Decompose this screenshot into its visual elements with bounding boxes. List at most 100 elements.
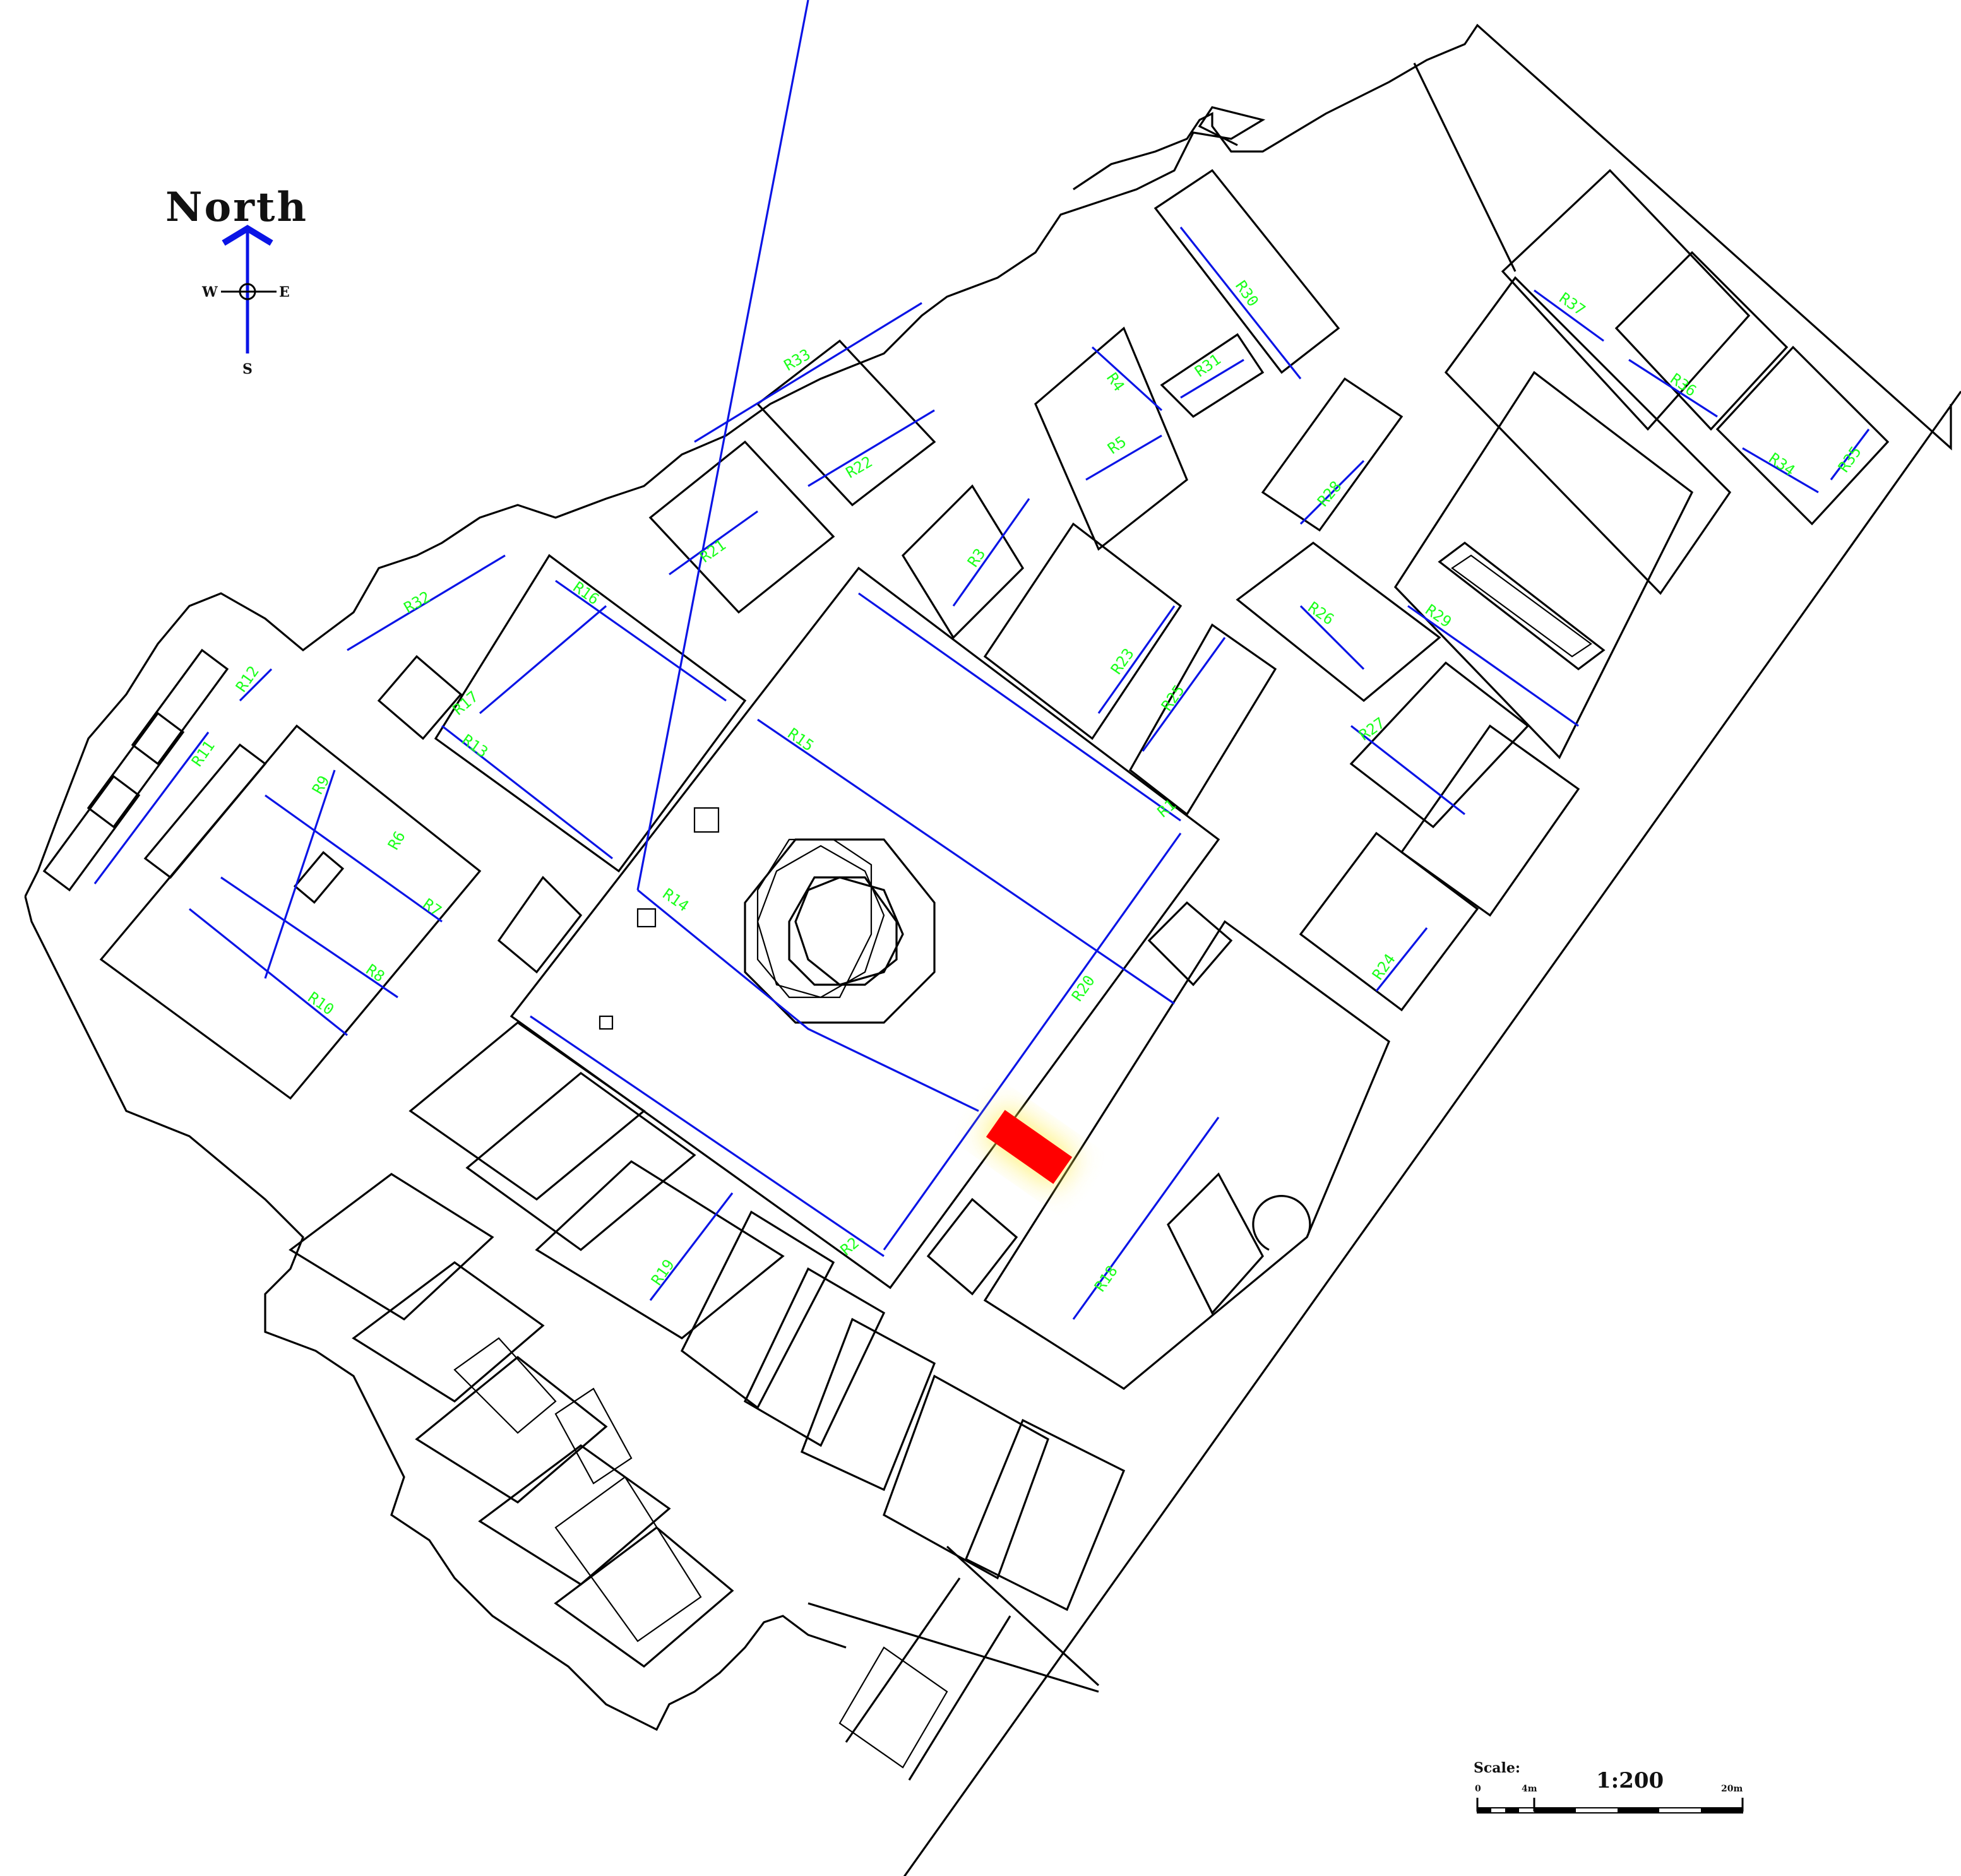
south-room-8 — [964, 1418, 1126, 1612]
street-edge-line-4 — [808, 1602, 1099, 1693]
stairs-1-icon — [453, 1337, 557, 1434]
axis-r11 — [93, 732, 210, 884]
west-side-room — [497, 876, 583, 974]
axis-r12 — [239, 668, 273, 702]
room-label-r36: R36 — [1667, 370, 1700, 400]
room-label-r9: R9 — [309, 773, 333, 797]
courtyard-pillar-2 — [636, 908, 657, 928]
north-room-r28 — [1261, 377, 1404, 532]
axis-r29 — [1407, 605, 1579, 727]
room-label-r16: R16 — [570, 578, 603, 609]
axis-r31 — [1180, 359, 1244, 399]
central-courtyard — [510, 566, 1220, 1290]
axis-r17 — [479, 605, 607, 715]
highlighted-location-marker[interactable] — [981, 1105, 1077, 1189]
north-east-room-r37 — [1501, 169, 1751, 431]
room-axes — [93, 0, 1870, 1320]
east-hall-alcove — [1167, 1172, 1264, 1315]
room-label-r3: R3 — [964, 545, 989, 571]
west-cell-2 — [86, 711, 185, 829]
room-label-r26: R26 — [1305, 598, 1338, 629]
room-label-r5: R5 — [1104, 432, 1130, 458]
scale-seg-2 — [1505, 1808, 1519, 1813]
outer-wall — [24, 106, 1266, 897]
axis-r21 — [669, 510, 758, 576]
south-west-room-1 — [289, 1173, 494, 1321]
stairs-3-icon — [554, 1476, 702, 1642]
north-room-r23 — [983, 522, 1183, 740]
street-edge-line-5 — [946, 1545, 1100, 1687]
north-room-r3 — [901, 484, 1025, 639]
compass-south: S — [242, 361, 253, 377]
axis-r22 — [808, 409, 935, 487]
highlight-rect[interactable] — [986, 1110, 1073, 1184]
axis-r6-r9 — [264, 769, 336, 979]
south-room-7 — [883, 1374, 1049, 1580]
fountain-ring — [756, 845, 885, 999]
north-arrow-icon — [222, 225, 273, 246]
axis-r37 — [1534, 289, 1604, 342]
south-room-3 — [535, 1160, 785, 1339]
scale-seg-5 — [1701, 1808, 1743, 1813]
north-east-basin-inner — [1451, 554, 1592, 658]
north-east-basin — [1438, 541, 1606, 671]
scale-seg-3 — [1534, 1808, 1576, 1813]
north-room-r27 — [1349, 661, 1530, 829]
fountain-inner-octagon — [788, 876, 898, 986]
room-label-r4: R4 — [1103, 369, 1128, 395]
room-label-r22: R22 — [843, 453, 876, 482]
north-room-east — [1400, 724, 1580, 917]
axis-r13 — [441, 725, 613, 860]
axis-r30 — [1179, 227, 1302, 379]
south-west-room-3 — [415, 1355, 608, 1504]
room-label-r30: R30 — [1232, 277, 1262, 310]
axis-r8 — [220, 876, 398, 999]
axis-r28 — [1299, 460, 1365, 525]
axis-r3 — [952, 498, 1030, 607]
west-small-room — [377, 655, 463, 740]
north-title: North — [165, 184, 308, 231]
compass-east: E — [279, 284, 290, 300]
room-label-r27: R27 — [1356, 714, 1388, 744]
south-east-small-room — [926, 1197, 1018, 1296]
axis-r25 — [1141, 637, 1226, 752]
south-room-1 — [408, 1021, 646, 1201]
scale-start: 0 — [1475, 1784, 1481, 1794]
axis-r32 — [347, 554, 506, 651]
south-room-2 — [465, 1071, 696, 1252]
stairs-2-icon — [554, 1387, 633, 1485]
compass-center-icon — [239, 283, 256, 300]
room-label-r24: R24 — [1369, 951, 1399, 983]
axis-r14-path — [636, 889, 979, 1112]
room-label-r20: R20 — [1068, 972, 1099, 1005]
north-room-r22 — [756, 339, 936, 507]
north-room-r21 — [648, 440, 835, 614]
room-label-r17: R17 — [450, 687, 482, 718]
courtyard-pillar-1 — [693, 807, 720, 833]
axis-r14 — [636, 0, 809, 891]
axis-r34 — [1742, 447, 1819, 494]
scale-mid: 4m — [1522, 1784, 1537, 1794]
street-edge-line-3 — [908, 1615, 1011, 1781]
axis-r16 — [555, 579, 727, 702]
room-label-r8: R8 — [363, 961, 388, 986]
axis-r5 — [1085, 434, 1162, 481]
axis-r35 — [1830, 429, 1870, 480]
room-label-r11: R11 — [188, 737, 218, 770]
room-label-r34: R34 — [1766, 449, 1799, 480]
north-east-room-r34 — [1715, 345, 1890, 526]
room-label-r37: R37 — [1556, 289, 1589, 319]
east-hall-r18 — [983, 920, 1390, 1390]
axis-r4 — [1091, 346, 1163, 412]
west-hall-tomb — [293, 851, 345, 904]
compass-west: W — [201, 284, 218, 300]
axis-r7 — [265, 794, 443, 923]
south-room-4 — [680, 1210, 835, 1410]
street-edge-line — [903, 391, 1961, 1876]
room-label-r29: R29 — [1422, 601, 1455, 631]
stairs-4-icon — [838, 1646, 948, 1769]
fountain-octagon — [744, 838, 936, 1024]
west-cell-3 — [131, 648, 229, 766]
north-west-hall — [434, 554, 747, 873]
axis-r20 — [883, 833, 1182, 1250]
